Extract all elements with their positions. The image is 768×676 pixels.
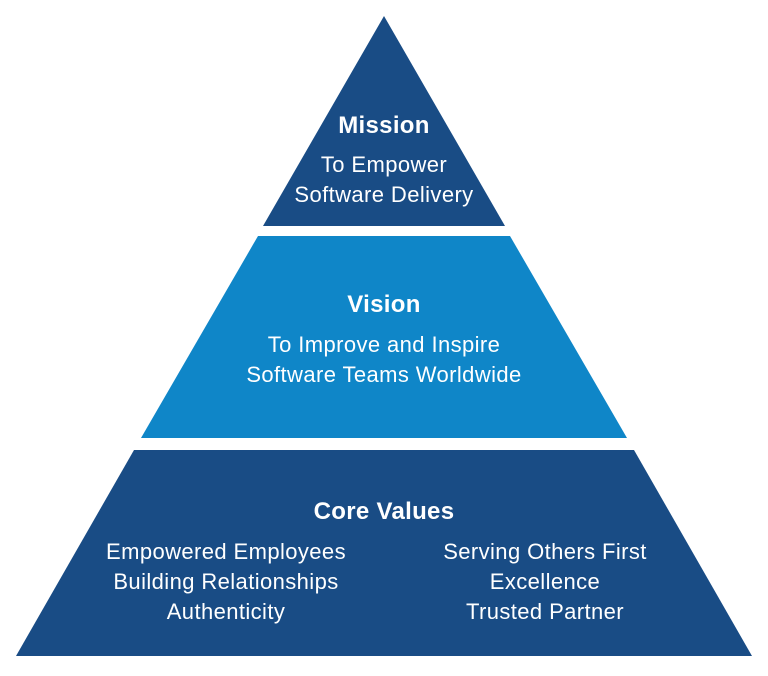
vision-line-2: Software Teams Worldwide xyxy=(246,362,522,387)
mission-line-1: To Empower xyxy=(320,152,448,177)
mission-line-2: Software Delivery xyxy=(294,182,474,207)
core-value-item: Excellence xyxy=(489,569,601,594)
vision-heading: Vision xyxy=(347,291,421,318)
core-value-item: Trusted Partner xyxy=(465,599,625,624)
mission-heading: Mission xyxy=(338,112,430,139)
core-values-tier-shape xyxy=(16,450,752,656)
mission-text: To Empower Software Delivery xyxy=(0,150,768,210)
core-values-right-column: Serving Others First Excellence Trusted … xyxy=(385,537,705,627)
core-values-heading: Core Values xyxy=(313,498,455,525)
vision-line-1: To Improve and Inspire xyxy=(267,332,501,357)
core-values-left-column: Empowered Employees Building Relationshi… xyxy=(66,537,386,627)
core-value-item: Empowered Employees xyxy=(106,539,346,564)
core-value-item: Serving Others First xyxy=(443,539,647,564)
core-value-item: Building Relationships xyxy=(113,569,339,594)
core-value-item: Authenticity xyxy=(166,599,286,624)
vision-text: To Improve and Inspire Software Teams Wo… xyxy=(0,330,768,390)
